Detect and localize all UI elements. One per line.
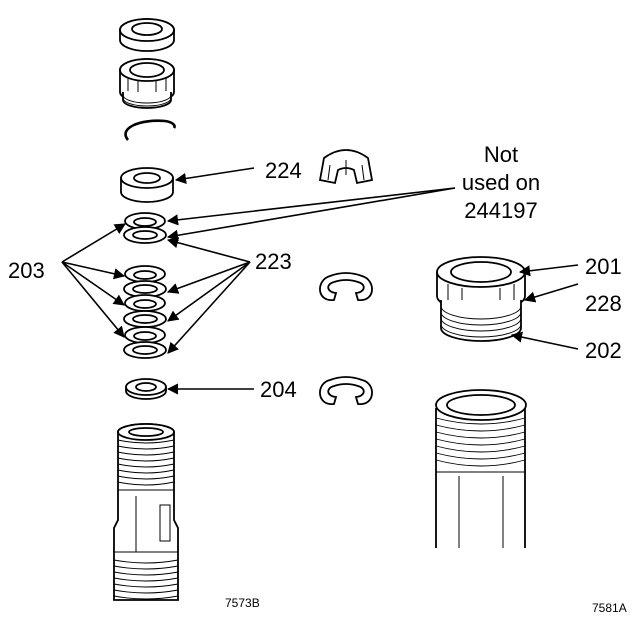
label-203: 203	[8, 258, 45, 283]
label-228: 228	[585, 291, 622, 316]
right-assembly	[435, 256, 527, 548]
note-line-2: used on	[462, 170, 540, 195]
note-line-1: Not	[484, 142, 518, 167]
packing-ring	[123, 226, 167, 244]
gland-ring-top	[119, 18, 175, 52]
label-223: 223	[255, 249, 292, 274]
split-ring-204	[319, 376, 373, 405]
split-ring-223	[319, 272, 373, 301]
label-202: 202	[585, 338, 622, 363]
packing-ring	[123, 280, 167, 298]
packing-ring	[123, 310, 167, 328]
packing-ring	[124, 265, 166, 283]
packing-ring	[123, 341, 167, 359]
packing-nut-left	[119, 58, 175, 109]
retaining-clip	[124, 119, 176, 141]
leader-lines	[61, 167, 579, 395]
threaded-cylinder-left	[113, 423, 179, 601]
figure-id-right: 7581A	[592, 601, 627, 613]
v-packing-stack	[123, 212, 167, 359]
split-ring-224	[318, 149, 374, 185]
threaded-cylinder-right	[435, 389, 527, 548]
note-line-3: 244197	[464, 198, 537, 223]
spacer-ring-224	[120, 167, 174, 203]
gland-ring-204	[125, 378, 167, 400]
callout-labels: 224 203 223 204 201 228 202 Not used on …	[8, 142, 627, 615]
label-201: 201	[585, 254, 622, 279]
packing-ring	[124, 294, 166, 312]
packing-ring	[124, 326, 166, 344]
label-204: 204	[260, 377, 297, 402]
label-224: 224	[265, 158, 302, 183]
figure-id-left: 7573B	[225, 596, 260, 610]
packing-nut-right	[436, 256, 526, 342]
left-assembly	[113, 18, 179, 601]
